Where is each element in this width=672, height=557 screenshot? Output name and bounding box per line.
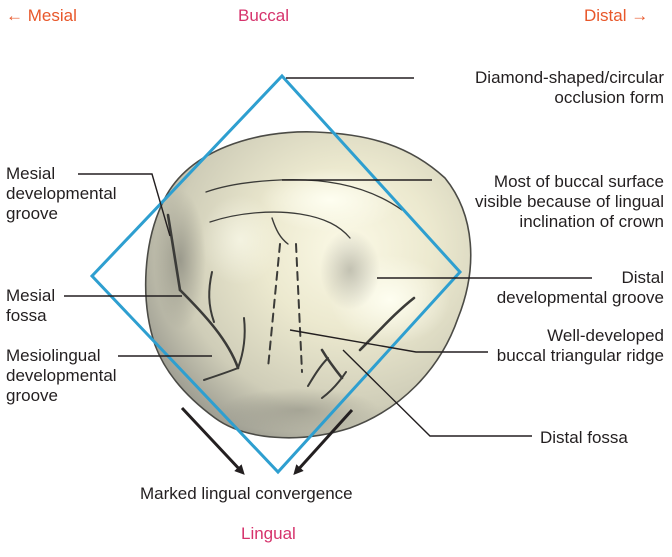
label-mesial-developmental-groove: Mesial developmental groove: [6, 164, 117, 223]
distal-fossa-groove-c: [321, 371, 347, 399]
mesial-developmental-groove: [166, 213, 182, 292]
mesiolingual-groove: [208, 271, 215, 323]
orientation-mesial: ← Mesial: [6, 6, 77, 25]
arrow-right-icon: [293, 408, 354, 475]
mesial-branch-groove: [237, 317, 246, 369]
leader-triangular-ridge: [289, 329, 488, 353]
buccal-cusp-ridge-line: [205, 179, 403, 211]
distal-fossa-groove-a: [320, 348, 344, 380]
label-distal-fossa: Distal fossa: [540, 428, 628, 447]
label-distal-developmental-groove: Distal developmental groove: [496, 268, 664, 307]
label-marked-lingual-convergence: Marked lingual convergence: [140, 484, 353, 503]
convergence-arrows: [180, 406, 354, 475]
central-dashed-groove-left: [267, 243, 281, 369]
mesiolingual-branch: [203, 367, 239, 381]
central-dashed-groove-right: [295, 243, 303, 373]
label-mesial-fossa: Mesial fossa: [6, 286, 56, 325]
mesial-fossa-groove: [178, 288, 240, 370]
label-buccal-surface: Most of buccal surface visible because o…: [474, 172, 664, 231]
label-mesiolingual-developmental-groove: Mesiolingual developmental groove: [6, 346, 117, 405]
arrow-left-icon: [180, 406, 245, 475]
leader-distal-fossa: [342, 349, 532, 437]
diamond-occlusion-outline: [89, 73, 463, 475]
central-ridge-line: [209, 211, 351, 239]
occlusal-grooves: [166, 179, 416, 399]
orientation-distal: Distal →: [584, 6, 649, 25]
distal-fossa-groove-b: [307, 357, 329, 387]
label-buccal-triangular-ridge: Well-developed buccal triangular ridge: [496, 326, 664, 365]
leader-lines: [64, 77, 592, 437]
orientation-buccal: Buccal: [238, 6, 290, 25]
distal-developmental-groove: [358, 296, 416, 352]
tooth-crown: [144, 131, 472, 439]
orientation-lingual: Lingual: [241, 524, 296, 543]
label-occlusion-form: Diamond-shaped/circular occlusion form: [475, 68, 664, 107]
central-groove-top: [271, 217, 289, 245]
leader-mesial-groove: [78, 173, 171, 237]
